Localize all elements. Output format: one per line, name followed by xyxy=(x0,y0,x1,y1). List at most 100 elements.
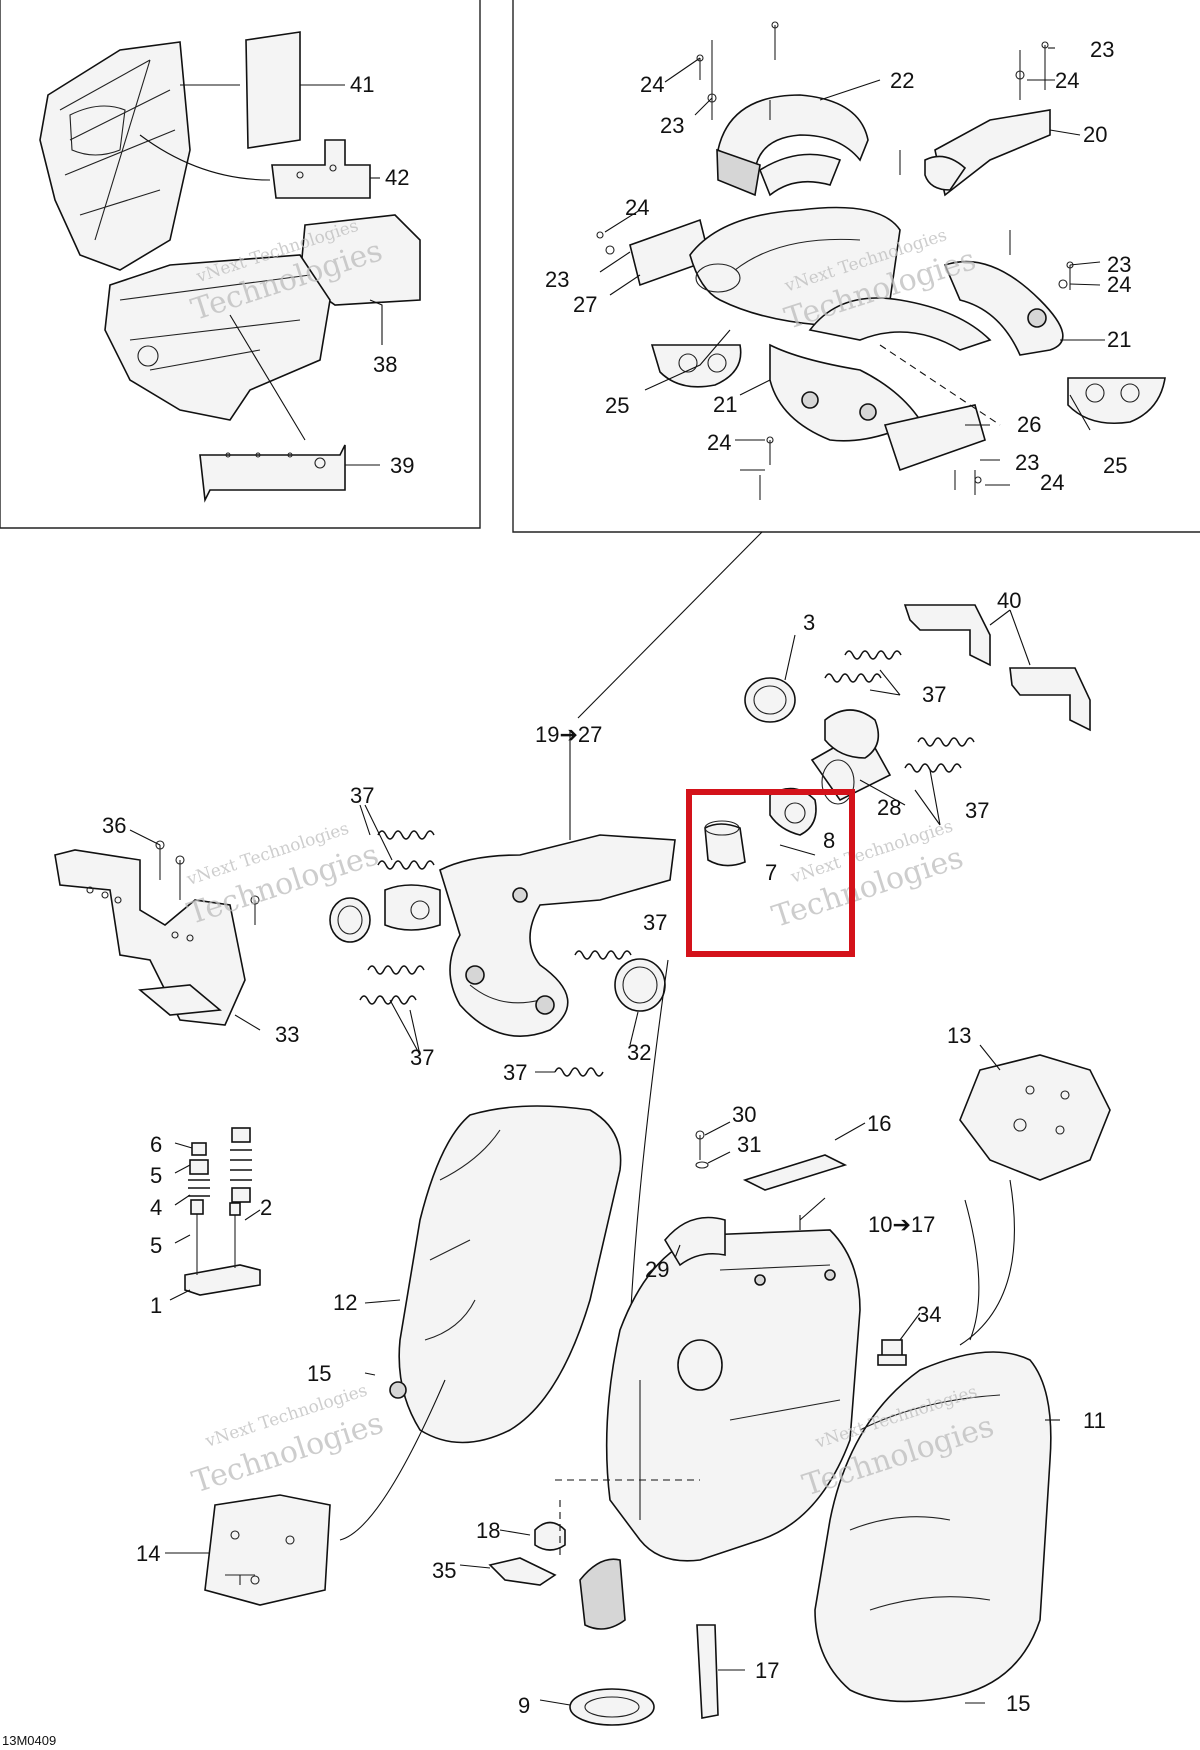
top-right-panel-frame xyxy=(512,0,1200,533)
fasteners-top-right xyxy=(596,21,1074,500)
leaders-lower xyxy=(165,1044,1060,1706)
callout-8: 8 xyxy=(823,828,835,853)
callout-12: 12 xyxy=(333,1290,357,1315)
callout-23-a: 23 xyxy=(1090,37,1114,62)
tuned-pipe-shield-22 xyxy=(716,94,869,197)
callout-37-f: 37 xyxy=(503,1060,527,1085)
heat-shield-29 xyxy=(664,1216,726,1267)
front-cover-panel-42 xyxy=(271,139,371,199)
callout-21-left: 21 xyxy=(713,392,737,417)
callout-26: 26 xyxy=(1017,412,1041,437)
bracket-35 xyxy=(488,1557,557,1586)
bumper-18 xyxy=(534,1521,566,1551)
callout-13: 13 xyxy=(947,1023,971,1048)
tuned-pipe-assembly-19-27 xyxy=(384,834,676,1037)
callout-24-f: 24 xyxy=(1040,470,1064,495)
callout-19-27: 19➔27 xyxy=(535,722,602,747)
gasket-13 xyxy=(959,1054,1111,1181)
callout-23-c: 23 xyxy=(1107,252,1131,277)
exhaust-gasket-3 xyxy=(744,677,796,723)
callout-9: 9 xyxy=(518,1693,530,1718)
callout-27: 27 xyxy=(573,292,597,317)
callout-2: 2 xyxy=(260,1195,272,1220)
callout-34: 34 xyxy=(917,1302,941,1327)
callout-20: 20 xyxy=(1083,122,1107,147)
heat-shield-17 xyxy=(696,1624,719,1719)
callout-37-a: 37 xyxy=(350,783,374,808)
callout-37-d: 37 xyxy=(643,910,667,935)
lower-support-frame xyxy=(104,254,331,421)
muffler-cover-11 xyxy=(814,1351,1052,1703)
tuned-pipe-shield-21-right xyxy=(943,260,1064,356)
callout-28: 28 xyxy=(877,795,901,820)
mount-parts-1-6 xyxy=(184,1127,261,1296)
watermark-lower-left: vNext Technologies Technologies xyxy=(188,1381,388,1501)
callout-21-right: 21 xyxy=(1107,327,1131,352)
callout-36: 36 xyxy=(102,813,126,838)
brackets-40 xyxy=(903,604,1091,732)
callout-32: 32 xyxy=(627,1040,651,1065)
callout-41: 41 xyxy=(350,72,374,97)
callout-15-left: 15 xyxy=(307,1361,331,1386)
rubber-mount-34 xyxy=(877,1339,907,1366)
callout-15-right: 15 xyxy=(1006,1691,1030,1716)
heat-shield-16 xyxy=(742,1154,848,1191)
callout-29: 29 xyxy=(645,1257,669,1282)
tuned-pipe-shield-21-left xyxy=(769,343,922,442)
callout-22: 22 xyxy=(890,68,914,93)
screw-washer-30-31 xyxy=(695,1130,709,1169)
callout-39: 39 xyxy=(390,453,414,478)
grommet-9 xyxy=(569,1688,655,1726)
heat-shield-33 xyxy=(54,849,246,1026)
callout-37-b: 37 xyxy=(922,682,946,707)
callout-3: 3 xyxy=(803,610,815,635)
callout-24-e: 24 xyxy=(707,430,731,455)
screws-36 xyxy=(155,840,260,925)
callout-17: 17 xyxy=(755,1658,779,1683)
callout-25-right: 25 xyxy=(1103,453,1127,478)
callout-5-upper: 5 xyxy=(150,1163,162,1188)
leaders-top-left xyxy=(139,84,383,466)
front-cover-panel-41 xyxy=(245,31,301,149)
callout-1: 1 xyxy=(150,1293,162,1318)
springs-37 xyxy=(359,650,975,1077)
callout-37-e: 37 xyxy=(410,1045,434,1070)
callout-30: 30 xyxy=(732,1102,756,1127)
callout-25-left: 25 xyxy=(605,393,629,418)
front-cover-assembly xyxy=(39,41,191,271)
callout-24-c: 24 xyxy=(625,195,649,220)
exhaust-elbow xyxy=(824,709,880,759)
callout-5-lower: 5 xyxy=(150,1233,162,1258)
figure-code: 13M0409 xyxy=(2,1733,56,1748)
leaders-mid xyxy=(129,609,1031,1461)
callout-35: 35 xyxy=(432,1558,456,1583)
front-cover-panel-39 xyxy=(199,444,346,503)
callout-31: 31 xyxy=(737,1132,761,1157)
callout-33: 33 xyxy=(275,1022,299,1047)
callout-37-c: 37 xyxy=(965,798,989,823)
gasket-14 xyxy=(204,1494,331,1606)
callout-4: 4 xyxy=(150,1195,162,1220)
callout-23-d: 23 xyxy=(545,267,569,292)
heat-shield-26 xyxy=(883,404,986,472)
exhaust-clamp-8 xyxy=(769,787,817,836)
callout-42: 42 xyxy=(385,165,409,190)
callout-24-d: 24 xyxy=(1107,272,1131,297)
leaders-top-right xyxy=(599,47,1105,486)
tuned-pipe-shield-20 xyxy=(924,109,1051,197)
muffler-cover-12 xyxy=(389,1105,622,1444)
callout-10-17: 10➔17 xyxy=(868,1212,935,1237)
callout-24-a: 24 xyxy=(1055,68,1079,93)
leader-19-27-to-detail xyxy=(577,531,763,719)
tuned-pipe-body-top xyxy=(689,206,992,351)
callout-14: 14 xyxy=(136,1541,160,1566)
gasket-left-coupler xyxy=(329,897,371,943)
exhaust-sleeve-7 xyxy=(704,820,746,867)
muffler-body-10-17 xyxy=(579,1229,861,1630)
callout-labels: 1 2 3 4 5 5 6 7 8 9 10➔17 11 12 13 14 15… xyxy=(102,37,1131,1718)
callout-40: 40 xyxy=(997,588,1021,613)
highlight-box xyxy=(686,789,855,957)
callout-23-e: 23 xyxy=(1015,450,1039,475)
gasket-25-right xyxy=(1067,377,1166,425)
